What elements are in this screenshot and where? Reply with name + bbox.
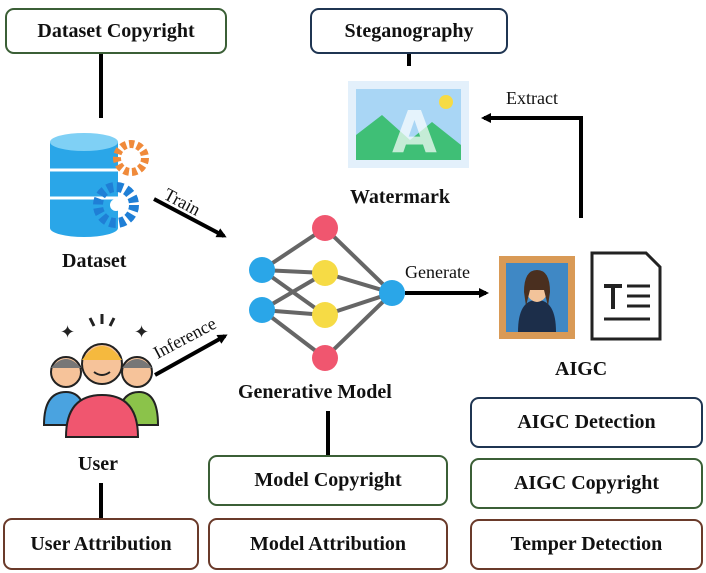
extract-arrow bbox=[481, 113, 583, 218]
generative-model-label: Generative Model bbox=[238, 381, 392, 403]
aigc-copyright-box: AIGC Copyright bbox=[470, 458, 703, 509]
train-arrow bbox=[153, 197, 227, 238]
temper-detection-box: Temper Detection bbox=[470, 519, 703, 570]
inference-arrow bbox=[154, 334, 228, 377]
temper-detection-label: Temper Detection bbox=[510, 533, 663, 555]
svg-text:A: A bbox=[392, 98, 437, 166]
aigc-detection-label: AIGC Detection bbox=[517, 411, 656, 433]
model-attribution-label: Model Attribution bbox=[249, 532, 407, 555]
aigc-label: AIGC bbox=[555, 358, 608, 380]
model-attribution-box: Model Attribution bbox=[208, 518, 448, 570]
generate-edge-label: Generate bbox=[405, 262, 470, 282]
extract-edge-label: Extract bbox=[506, 88, 558, 108]
steganography-label: Steganography bbox=[344, 19, 474, 42]
svg-text:✦: ✦ bbox=[134, 322, 149, 343]
user-label: User bbox=[78, 453, 118, 475]
model-copyright-label: Model Copyright bbox=[254, 469, 402, 491]
dataset-copyright-label: Dataset Copyright bbox=[37, 19, 195, 42]
model-copyright-box: Model Copyright bbox=[208, 455, 448, 506]
svg-text:✦: ✦ bbox=[60, 322, 75, 343]
user-attribution-box: User Attribution bbox=[3, 518, 199, 570]
aigc-detection-box: AIGC Detection bbox=[470, 397, 703, 448]
dataset-label: Dataset bbox=[62, 250, 127, 272]
user-attribution-label: User Attribution bbox=[30, 532, 172, 555]
dataset-copyright-box: Dataset Copyright bbox=[5, 8, 227, 54]
watermark-label: Watermark bbox=[350, 186, 450, 208]
steganography-box: Steganography bbox=[310, 8, 508, 54]
aigc-copyright-label: AIGC Copyright bbox=[513, 472, 659, 494]
